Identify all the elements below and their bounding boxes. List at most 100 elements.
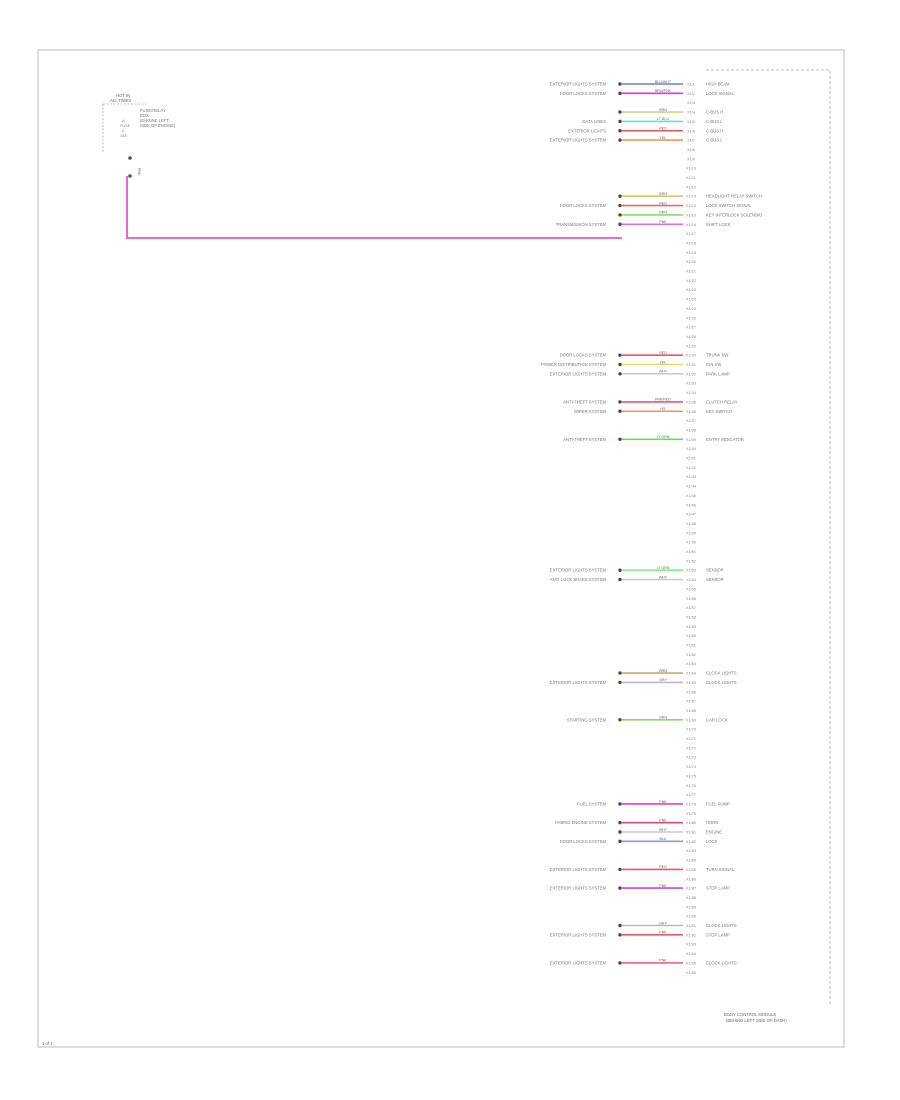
pin-label: X1/88: [686, 896, 696, 900]
pin-function-label: CAR LOCK: [706, 717, 728, 722]
pin-label: X1/73: [686, 756, 696, 760]
pin-label: X1/43: [686, 475, 696, 479]
pin-label: X1/46: [686, 503, 696, 507]
pin-label: X1/64: [686, 672, 696, 676]
pin-label: X1/51: [686, 550, 696, 554]
system-label: HYBRID ENGINE SYSTEM: [555, 820, 607, 825]
pin-label: X1/96: [686, 971, 696, 975]
pin-label: X1/78: [686, 802, 696, 806]
pin-label: X1/4: [687, 111, 695, 115]
pin-label: X1/48: [686, 522, 696, 526]
system-label: EXTERIOR LIGHTS SYSTEM: [550, 568, 607, 573]
wire-color-label: RED: [659, 351, 667, 355]
pin-label: X1/89: [686, 905, 696, 909]
wire-color-label: WHT: [659, 575, 668, 579]
pin-label: X1/45: [686, 494, 696, 498]
wire-color-label: PNK/RED: [655, 398, 671, 402]
pin-function-label: CLUTCH RELAY: [706, 399, 738, 404]
pin-label: X1/71: [686, 737, 696, 741]
pin-label: X1/62: [686, 653, 696, 657]
pin-label: X1/22: [686, 279, 696, 283]
pin-label: X1/9: [687, 157, 695, 161]
wire-color-label: BRN: [659, 192, 667, 196]
pin-label: X1/25: [686, 307, 696, 311]
pin-label: X1/91: [686, 924, 696, 928]
connector-terminal: [618, 362, 622, 367]
connector-terminal: [618, 91, 622, 96]
system-label: EXTERIOR LIGHTS SYSTEM: [550, 371, 607, 376]
pin-label: X1/21: [686, 270, 696, 274]
wire-color-label: BLU/WHT: [655, 80, 672, 84]
pin-function-label: SHIFT LOCK: [706, 222, 731, 227]
wire-color-label: PNK: [659, 220, 667, 224]
pin-label: X1/50: [686, 541, 696, 545]
pin-label: X1/52: [686, 559, 696, 563]
wire-color-label: YEL: [660, 136, 667, 140]
pin-label: X1/7: [687, 139, 695, 143]
pin-label: X1/66: [686, 690, 696, 694]
pin-label: X1/5: [687, 120, 695, 124]
pin-function-label: KEY SWITCH: [706, 409, 732, 414]
wire-color-label: BRN: [659, 669, 667, 673]
pin-label: X1/59: [686, 625, 696, 629]
pin-label: X1/8: [687, 148, 695, 152]
pin-label: X1/94: [686, 952, 696, 956]
system-label: FUEL SYSTEM: [577, 801, 606, 806]
pin-function-label: IGN SW: [706, 362, 721, 367]
connector-terminal: [618, 867, 622, 872]
component-label-3: (ENGINE LEFT: [140, 118, 169, 123]
pin-function-label: C-BUS L: [706, 138, 723, 143]
pin-label: X1/68: [686, 709, 696, 713]
diagram-border: [37, 49, 845, 1048]
connector-terminal: [618, 671, 622, 675]
wire-color-label: PNK: [659, 800, 667, 804]
pin-label: X1/11: [686, 176, 696, 180]
pin-label: X1/86: [686, 877, 696, 881]
pin-label: X1/56: [686, 597, 696, 601]
fuse-terminal-top: [128, 156, 132, 160]
connector-terminal: [618, 110, 622, 114]
pin-label: X1/49: [686, 531, 696, 535]
wire-color-label: LT GRN: [657, 566, 670, 570]
system-label: EXTERIOR LIGHTS SYSTEM: [550, 680, 607, 685]
pin-label: X1/79: [686, 812, 696, 816]
pin-label: X1/70: [686, 728, 696, 732]
connector-terminal: [618, 437, 622, 441]
pin-function-label: TRUNK SW: [706, 353, 728, 358]
connector-terminal: [618, 568, 622, 572]
pin-function-label: ENGINE: [706, 830, 722, 835]
module-name-1: BODY CONTROL MODULE: [724, 1012, 777, 1017]
fuse-relay-box: HOT IN ALL TIMES FUSE/RELAY BOX (ENGINE …: [102, 93, 176, 178]
component-title-2: ALL TIMES: [110, 98, 131, 103]
wire-color-label: BLU: [660, 837, 667, 841]
pin-function-label: CLOCK LIGHTS: [706, 671, 737, 676]
wire-color-label: LT BLU: [657, 117, 669, 121]
wire-color-label: BRN/PNK: [655, 89, 672, 93]
pin-label: X1/80: [686, 821, 696, 825]
component-pin-label-1: A: [122, 119, 125, 123]
system-label: ANTI-THEFT SYSTEM: [563, 399, 606, 404]
pin-function-label: C-BUS H: [706, 128, 723, 133]
pin-label: X1/93: [686, 943, 696, 947]
pin-label: X1/72: [686, 746, 696, 750]
connector-terminal: [618, 82, 622, 86]
component-title-1: HOT IN: [116, 93, 130, 98]
system-label: TRANSMISSION SYSTEM: [556, 222, 607, 227]
component-pin-label-3: 6: [122, 129, 124, 133]
pin-label: X1/41: [686, 457, 696, 461]
system-label: ANTI-THEFT SYSTEM: [563, 437, 606, 442]
module-pin-column: X1/1X1/2X1/3X1/4X1/5X1/6X1/7X1/8X1/9X1/1…: [686, 83, 696, 975]
pin-label: X1/36: [686, 410, 696, 414]
